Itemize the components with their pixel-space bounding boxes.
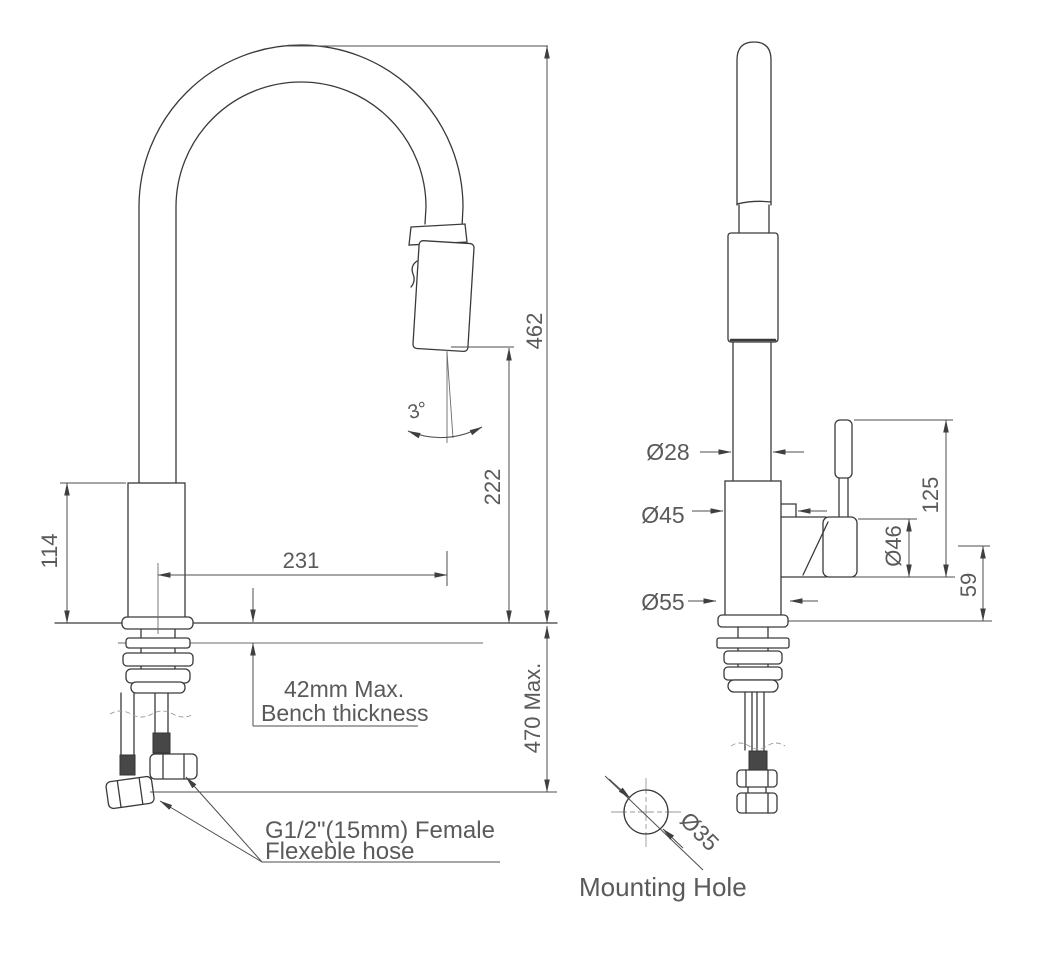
dia-55-label: Ø55 [641,589,684,615]
spray-head [412,240,475,353]
mounting-hardware-right [716,626,790,814]
spray-head-seam [736,200,772,205]
handle-stem [838,476,849,521]
spray-axis-line [446,351,454,439]
spray-clip [410,260,418,288]
dim-470-label: 470 Max. [520,663,545,754]
dim-59-label: 59 [956,573,981,597]
body-shoulder [780,503,797,518]
handle-seam [802,521,829,576]
spout-inner-curve [175,81,427,485]
mounting-hole-circle [623,789,669,835]
right-view [716,41,992,814]
spout-collar [727,232,779,343]
dim-125-label: 125 [918,477,943,514]
bench-note-line2: Bench thickness [261,700,428,726]
mounting-hole-detail: Ø35 Mounting Hole [579,775,747,902]
angle-arc [407,426,483,439]
hose-left-thread [119,754,136,776]
mounting-hardware-left [105,628,198,810]
spray-connector [408,223,468,246]
dia-45-label: Ø45 [641,502,684,528]
hose-break-line [109,710,195,718]
left-view [54,44,558,810]
dim-114-label: 114 [37,533,62,568]
hose-break-line-right [730,742,786,750]
hose-right-fitting [149,753,198,780]
body-front [724,480,782,618]
dia-46-label: Ø46 [881,525,906,567]
spray-head-front [736,41,772,206]
base-flange-front [717,614,789,628]
dim-231-label: 231 [283,548,320,573]
handle-housing [780,516,858,578]
dia-28-label: Ø28 [646,439,689,465]
bench-note-line1: 42mm Max. [284,676,404,702]
angle-3-label: 3° [406,398,430,424]
dim-222-label: 222 [480,469,505,506]
handle-lever [834,419,853,479]
hose-note-line1: G1/2"(15mm) Female [265,817,495,844]
hose-right-thread [152,732,171,754]
hose-leader-1 [185,776,263,863]
hose-leader-2 [159,800,263,863]
hose-note-line2: Flexeble hose [265,838,414,865]
left-view-dimensions: 462 222 231 114 3° 470 Max. 42mm Max. Be… [37,45,557,865]
right-view-dimensions: Ø28 Ø45 Ø55 Ø46 125 59 [641,419,990,622]
dia-35-label: Ø35 [675,807,724,856]
diameter-arrow-upper [608,778,631,799]
base-flange [121,616,194,630]
mounting-hole-label: Mounting Hole [579,872,747,902]
diameter-arrow-lower [662,828,684,849]
thread-section [748,750,768,771]
spout-outer-curve [138,44,464,485]
dim-462-label: 462 [522,313,547,350]
hose-left-fitting [105,775,155,810]
body [127,482,186,619]
